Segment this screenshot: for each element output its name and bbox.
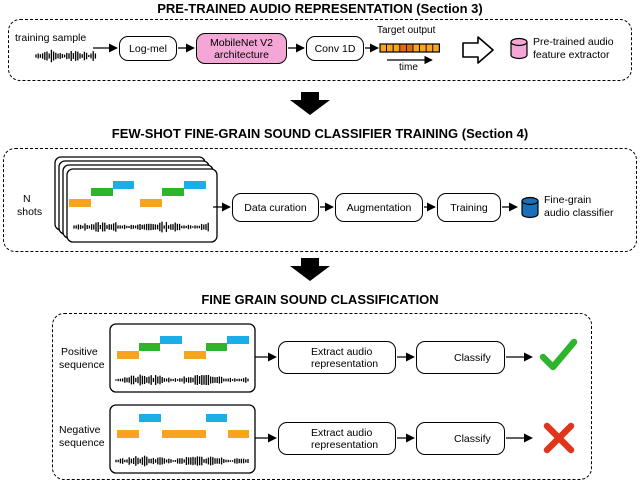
shot-event-bars [69,181,206,207]
extract-neg-line2: representation [311,439,379,451]
section2-title: FEW-SHOT FINE-GRAIN SOUND CLASSIFIER TRA… [111,126,529,141]
event-bar [227,336,249,344]
event-bar [206,343,227,351]
event-bar [139,343,160,351]
fine-grain-classifier-cylinder-icon [521,196,539,219]
shot-waveform [73,221,209,233]
event-bar [162,430,184,438]
event-bar [69,199,91,207]
event-bar [117,351,139,359]
section1-arrows [93,43,433,65]
event-bar [160,336,182,344]
event-bar [91,188,113,196]
training-box: Training [437,193,501,222]
event-bar [184,430,206,438]
positive-waveform [115,374,249,386]
event-bar [113,181,134,189]
positive-label-line1: Positive [61,346,98,358]
mobilenet-line1: MobileNet V2 [209,36,274,49]
positive-sequence-card [109,323,256,393]
cross-mark-icon [543,422,575,454]
training-sample-waveform [35,49,97,63]
section3-arrows [255,352,533,443]
training-sample-label: training sample [15,32,87,44]
event-bar [206,414,227,422]
time-label: time [399,62,418,73]
event-bar [139,414,161,422]
mobilenet-box: MobileNet V2 architecture [196,33,287,64]
section1-frame [8,19,632,81]
event-bar [117,430,139,438]
nshots-label-line2: shots [17,206,43,218]
negative-event-bars [117,414,249,438]
down-arrow-icon-1 [290,92,330,115]
negative-label-line2: sequence [59,437,105,449]
extract-neg-line1: Extract audio [311,427,373,439]
down-arrow-icon-2 [290,258,330,281]
extractor-label-line2: feature extractor [533,49,610,61]
shot-cards [54,156,218,243]
negative-label-line1: Negative [59,424,101,436]
hollow-arrow-icon [462,36,494,64]
positive-label-line2: sequence [59,359,105,371]
classify-neg-box: Classify [416,422,505,455]
logmel-box: Log-mel [119,36,177,61]
nshots-label-line1: N [23,193,31,205]
event-bar [184,351,206,359]
section3-title: FINE GRAIN SOUND CLASSIFICATION [201,292,439,307]
classifier-label-line1: Fine-grain [544,194,592,206]
conv1d-box: Conv 1D [306,36,364,61]
target-output-bar [379,43,441,53]
event-bar [140,199,162,207]
extractor-label-line1: Pre-trained audio [533,36,614,48]
event-bar [162,188,184,196]
event-bar [228,430,249,438]
extract-pos-box: Extract audio representation [278,341,396,374]
classify-pos-box: Classify [416,341,505,374]
section1-title: PRE-TRAINED AUDIO REPRESENTATION (Sectio… [157,1,483,16]
event-bar [184,181,206,189]
check-mark-icon [539,338,578,371]
section2-frame [3,148,637,252]
extract-pos-line2: representation [311,358,379,370]
section3-frame [52,313,592,480]
classifier-label-line2: audio classifier [544,207,614,219]
negative-waveform [115,455,249,467]
positive-event-bars [117,336,249,359]
mobilenet-line2: architecture [214,48,269,61]
extract-pos-line1: Extract audio [311,346,373,358]
data-curation-box: Data curation [232,193,319,222]
target-output-label: Target output [377,25,436,36]
pretrained-extractor-cylinder-icon [510,37,528,60]
augmentation-box: Augmentation [335,193,423,222]
extract-neg-box: Extract audio representation [278,422,396,455]
